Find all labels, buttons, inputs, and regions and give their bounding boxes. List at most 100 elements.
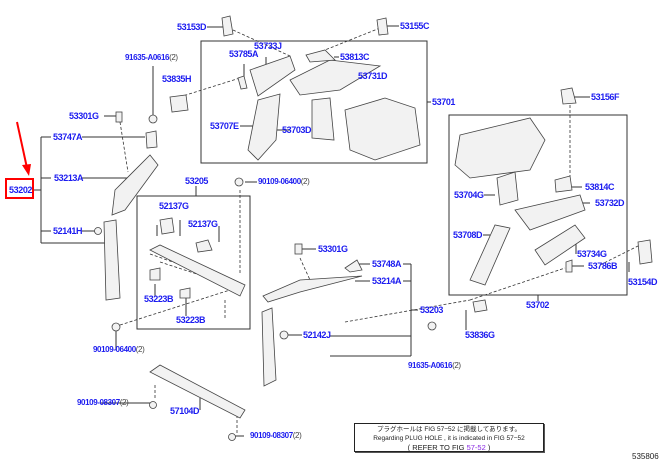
label-53836G[interactable]: 53836G xyxy=(465,330,495,340)
label-91635-A0616-bottom[interactable]: 91635-A0616(2) xyxy=(408,361,461,371)
part-53214A[interactable] xyxy=(262,275,363,303)
label-53701[interactable]: 53701 xyxy=(432,97,456,107)
label-53786B[interactable]: 53786B xyxy=(588,261,618,271)
label-53785A[interactable]: 53785A xyxy=(229,49,259,59)
part-53786B[interactable] xyxy=(565,259,573,273)
part-number: 91635-A0616 xyxy=(125,53,170,62)
part-53835H[interactable] xyxy=(169,94,189,113)
label-53734G[interactable]: 53734G xyxy=(577,249,607,259)
label-53153D[interactable]: 53153D xyxy=(177,22,207,32)
label-53223B-b[interactable]: 53223B xyxy=(176,315,206,325)
part-53748A[interactable] xyxy=(344,259,363,273)
label-52137G-a[interactable]: 52137G xyxy=(159,201,189,211)
part-52137G-b[interactable] xyxy=(195,239,213,253)
part-90109-06400-b[interactable] xyxy=(111,322,121,332)
label-53835H[interactable]: 53835H xyxy=(162,74,192,84)
label-53205[interactable]: 53205 xyxy=(185,176,209,186)
part-pillar-53202[interactable] xyxy=(103,219,121,301)
fig-57-52-link[interactable]: 57-52 xyxy=(466,443,486,452)
part-53732D[interactable] xyxy=(514,194,586,231)
part-number: 90109-08307 xyxy=(250,431,293,440)
label-53732D[interactable]: 53732D xyxy=(595,198,625,208)
part-90109-08307-a[interactable] xyxy=(149,401,157,409)
part-53223B-a[interactable] xyxy=(149,267,161,281)
label-90109-06400-top[interactable]: 90109-06400(2) xyxy=(258,177,310,187)
part-53836G[interactable] xyxy=(472,299,488,313)
label-53301G-bottom[interactable]: 53301G xyxy=(318,244,348,254)
part-91635-A0616[interactable] xyxy=(148,114,158,124)
label-53731D[interactable]: 53731D xyxy=(358,71,388,81)
quantity: (2) xyxy=(292,431,302,440)
label-52141H[interactable]: 52141H xyxy=(53,226,83,236)
label-52142J[interactable]: 52142J xyxy=(303,330,331,340)
part-52142J[interactable] xyxy=(279,330,289,340)
label-53708D[interactable]: 53708D xyxy=(453,230,483,240)
label-53213A[interactable]: 53213A xyxy=(54,173,84,183)
label-53704G[interactable]: 53704G xyxy=(454,190,484,200)
label-53748A[interactable]: 53748A xyxy=(372,259,402,269)
label-52137G-b[interactable]: 52137G xyxy=(188,219,218,229)
part-90109-06400[interactable] xyxy=(234,177,244,187)
part-53155C[interactable] xyxy=(376,17,389,36)
part-53205-crossmember[interactable] xyxy=(149,244,246,297)
label-90109-08307-a[interactable]: 90109-08307(2) xyxy=(77,398,129,408)
part-53703D[interactable] xyxy=(311,97,335,141)
part-53731D[interactable] xyxy=(289,59,382,96)
label-53155C[interactable]: 53155C xyxy=(400,21,430,31)
label-53214A[interactable]: 53214A xyxy=(372,276,402,286)
part-53156F[interactable] xyxy=(560,87,577,105)
label-53814C[interactable]: 53814C xyxy=(585,182,615,192)
part-53213A[interactable] xyxy=(111,154,159,216)
part-52137G-a[interactable] xyxy=(159,217,175,235)
label-53156F[interactable]: 53156F xyxy=(591,92,620,102)
part-number: 90109-06400 xyxy=(258,177,301,186)
label-53703D[interactable]: 53703D xyxy=(282,125,312,135)
selection-arrow-icon xyxy=(16,121,31,176)
label-53154D[interactable]: 53154D xyxy=(628,277,658,287)
label-53301G-top[interactable]: 53301G xyxy=(69,111,99,121)
label-53707E[interactable]: 53707E xyxy=(210,121,239,131)
label-53702[interactable]: 53702 xyxy=(526,300,550,310)
part-53733J[interactable] xyxy=(249,55,296,97)
part-53301G-b[interactable] xyxy=(294,243,303,255)
label-53813C[interactable]: 53813C xyxy=(340,52,370,62)
label-53203[interactable]: 53203 xyxy=(420,305,444,315)
note-japanese: プラグホールは FIG 57−52 に掲載してあります。 xyxy=(377,426,521,433)
part-53747A[interactable] xyxy=(145,130,158,149)
part-53223B-b[interactable] xyxy=(179,287,191,299)
label-53747A[interactable]: 53747A xyxy=(53,132,83,142)
part-pillar-53203[interactable] xyxy=(261,307,277,387)
part-53707E[interactable] xyxy=(247,93,281,161)
label-53733J[interactable]: 53733J xyxy=(254,41,282,51)
bracket-53202 xyxy=(34,136,108,244)
part-53702-inner[interactable] xyxy=(454,117,546,179)
part-53154D[interactable] xyxy=(637,239,653,265)
part-53785A[interactable] xyxy=(237,75,248,90)
ref-suffix: ) xyxy=(485,443,491,452)
part-53708D[interactable] xyxy=(469,224,511,286)
part-53701-inner[interactable] xyxy=(344,97,421,161)
part-53301G[interactable] xyxy=(115,111,123,123)
label-90109-08307-b[interactable]: 90109-08307(2) xyxy=(250,431,302,441)
part-91635-A0616-b[interactable] xyxy=(427,321,437,331)
part-53814C[interactable] xyxy=(554,175,573,193)
label-53202[interactable]: 53202 xyxy=(9,185,33,195)
plug-hole-note: プラグホールは FIG 57−52 に掲載してあります。 Regarding P… xyxy=(354,423,544,452)
part-53704G[interactable] xyxy=(496,171,519,206)
label-53223B-a[interactable]: 53223B xyxy=(144,294,174,304)
label-90109-06400-bottom[interactable]: 90109-06400(2) xyxy=(93,345,145,355)
part-57104D[interactable] xyxy=(149,364,246,419)
selected-part-highlight xyxy=(5,178,34,199)
part-52141H[interactable] xyxy=(94,227,102,235)
figure-number: 535806 xyxy=(632,452,659,461)
note-reference: ( REFER TO FIG 57-52 ) xyxy=(355,443,543,452)
label-57104D[interactable]: 57104D xyxy=(170,406,200,416)
part-53153D[interactable] xyxy=(221,15,234,37)
part-53813C[interactable] xyxy=(305,49,336,63)
part-90109-08307-b[interactable] xyxy=(228,433,236,441)
quantity: (2) xyxy=(300,177,310,186)
label-91635-A0616-top[interactable]: 91635-A0616(2) xyxy=(125,53,178,63)
quantity: (2) xyxy=(119,398,129,407)
part-53734G[interactable] xyxy=(534,224,586,266)
